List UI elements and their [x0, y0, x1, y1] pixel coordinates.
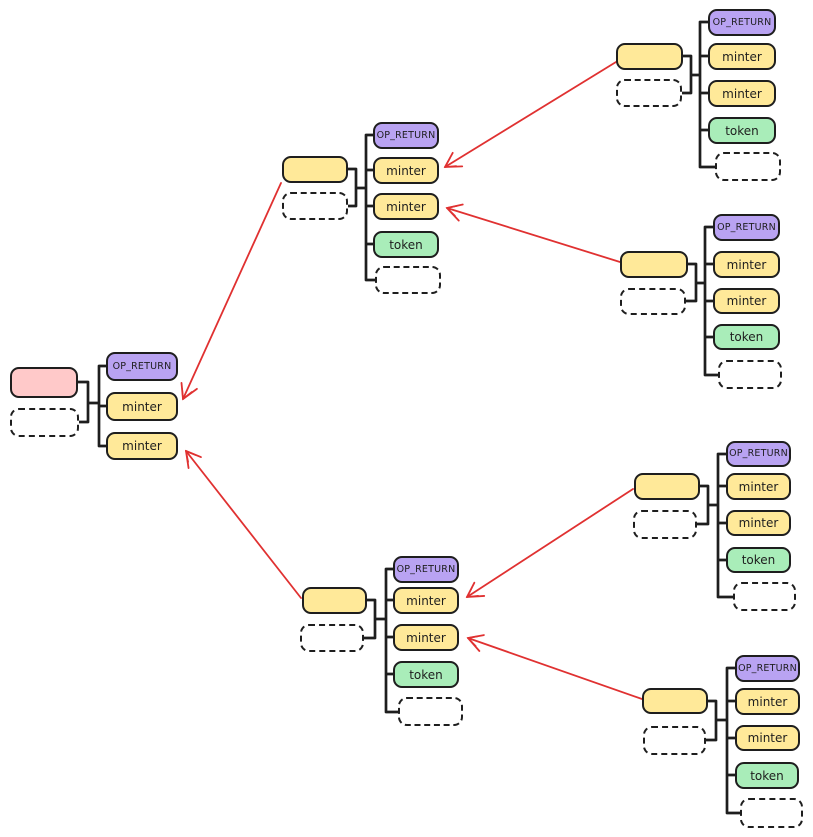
token-output: token: [713, 324, 780, 350]
token-output: token: [735, 762, 799, 789]
op-return-output: OP_RETURN: [106, 352, 178, 381]
minter-output: minter: [735, 725, 800, 751]
input-placeholder: [300, 624, 364, 652]
minter-output: minter: [393, 587, 459, 614]
minter-output: minter: [373, 193, 439, 220]
spend-arrow-top-right-2-to-top-middle: [445, 203, 621, 263]
minter-output: minter: [726, 473, 791, 500]
token-output: token: [373, 231, 439, 258]
op-return-output: OP_RETURN: [373, 122, 439, 149]
token-output: token: [393, 661, 459, 688]
tx-input-box: [620, 251, 688, 278]
connector-tx-top-right-1: [680, 20, 717, 169]
op-return-output: OP_RETURN: [735, 655, 800, 682]
spend-arrow-bottom-right-2-to-bottom-middle: [466, 634, 643, 700]
op-return-output: OP_RETURN: [713, 214, 780, 241]
tx-input-box: [302, 587, 367, 614]
tx-input-box: [634, 473, 700, 500]
minter-output: minter: [373, 157, 439, 184]
connector-tx-bottom-right-2: [704, 666, 742, 815]
genesis-tx-box: [10, 367, 78, 398]
minter-output: minter: [726, 510, 791, 536]
genesis-input-placeholder: [10, 408, 79, 437]
op-return-output: OP_RETURN: [726, 441, 791, 467]
connector-tx-bottom-right-1: [695, 452, 735, 599]
minter-output: minter: [713, 251, 780, 278]
spend-arrow-bottom-middle-to-genesis: [184, 449, 302, 599]
minter-output: minter: [735, 688, 800, 715]
connector-tx-top-middle: [346, 133, 377, 282]
input-placeholder: [620, 288, 686, 315]
token-output: token: [726, 547, 791, 573]
op-return-output: OP_RETURN: [393, 556, 459, 583]
tx-input-box: [642, 688, 708, 714]
tx-connectors: [76, 20, 742, 815]
minter-output: minter: [393, 624, 459, 651]
minter-output: minter: [106, 392, 178, 421]
placeholder-output: [740, 798, 803, 828]
minter-output: minter: [713, 288, 780, 314]
token-output: token: [708, 117, 776, 144]
spend-arrow-top-middle-to-genesis: [180, 182, 282, 401]
input-placeholder: [643, 726, 706, 755]
connector-tx-top-right-2: [684, 225, 720, 377]
spend-arrow-bottom-right-1-to-bottom-middle: [465, 488, 634, 598]
input-placeholder: [282, 192, 348, 220]
minter-output: minter: [708, 80, 776, 107]
minter-output: minter: [708, 43, 776, 70]
tx-input-box: [616, 43, 683, 70]
placeholder-output: [715, 152, 781, 181]
placeholder-output: [398, 697, 463, 726]
spend-arrow-top-right-1-to-top-middle: [443, 61, 617, 168]
connector-tx-bottom-middle: [362, 567, 400, 714]
input-placeholder: [633, 510, 697, 539]
op-return-output: OP_RETURN: [708, 9, 776, 36]
minter-output: minter: [106, 432, 178, 460]
placeholder-output: [375, 266, 441, 294]
spend-arrows: [180, 61, 643, 700]
input-placeholder: [616, 79, 682, 107]
placeholder-output: [718, 360, 782, 389]
placeholder-output: [733, 582, 796, 611]
tx-input-box: [282, 156, 348, 183]
connector-genesis: [76, 364, 108, 448]
